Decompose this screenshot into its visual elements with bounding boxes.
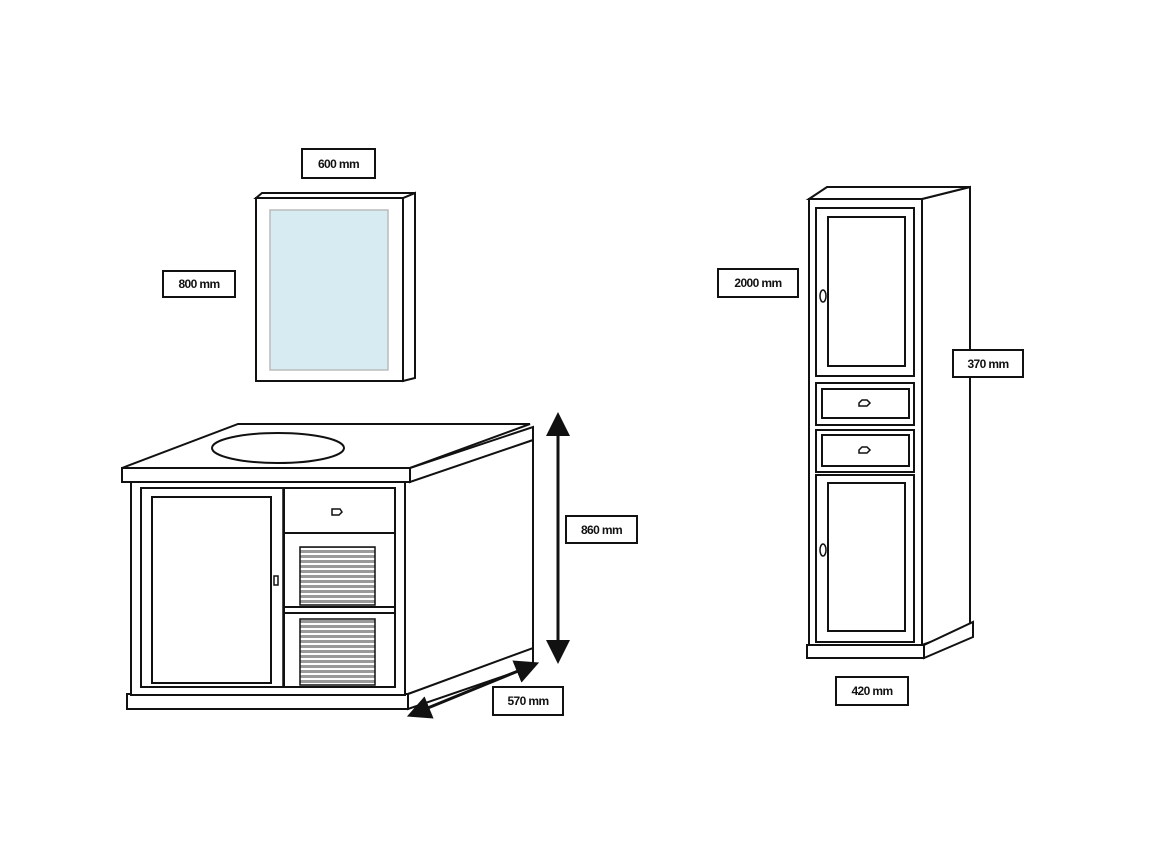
vanity-door bbox=[151, 496, 272, 684]
depth-arrow bbox=[406, 660, 540, 719]
louvre-panel bbox=[299, 618, 376, 686]
drawer-handle bbox=[331, 508, 343, 516]
lower-door-panel bbox=[827, 482, 906, 632]
tall-cabinet-depth-label: 370 mm bbox=[952, 349, 1024, 378]
tall-cabinet-width-label: 420 mm bbox=[835, 676, 909, 706]
tall-cabinet-height-label: 2000 mm bbox=[717, 268, 799, 298]
cabinet-drawer bbox=[821, 388, 910, 419]
mirror-cabinet bbox=[253, 191, 416, 383]
door-handle bbox=[273, 575, 279, 586]
vanity-depth-label: 570 mm bbox=[492, 686, 564, 716]
drawer-handle bbox=[858, 399, 872, 407]
vanity-unit bbox=[121, 412, 570, 719]
vanity-drawer bbox=[283, 487, 396, 534]
sink-basin bbox=[211, 432, 345, 464]
mirror-height-label: 800 mm bbox=[162, 270, 236, 298]
door-handle bbox=[819, 289, 827, 303]
cabinet-drawer bbox=[821, 434, 910, 467]
door-handle bbox=[819, 543, 827, 557]
vanity-height-label: 860 mm bbox=[565, 515, 638, 544]
upper-door-panel bbox=[827, 216, 906, 367]
drawer-handle bbox=[858, 446, 872, 454]
tall-cabinet bbox=[805, 185, 974, 660]
mirror-width-label: 600 mm bbox=[301, 148, 376, 179]
louvre-panel bbox=[299, 546, 376, 606]
mirror-glass bbox=[269, 209, 389, 371]
